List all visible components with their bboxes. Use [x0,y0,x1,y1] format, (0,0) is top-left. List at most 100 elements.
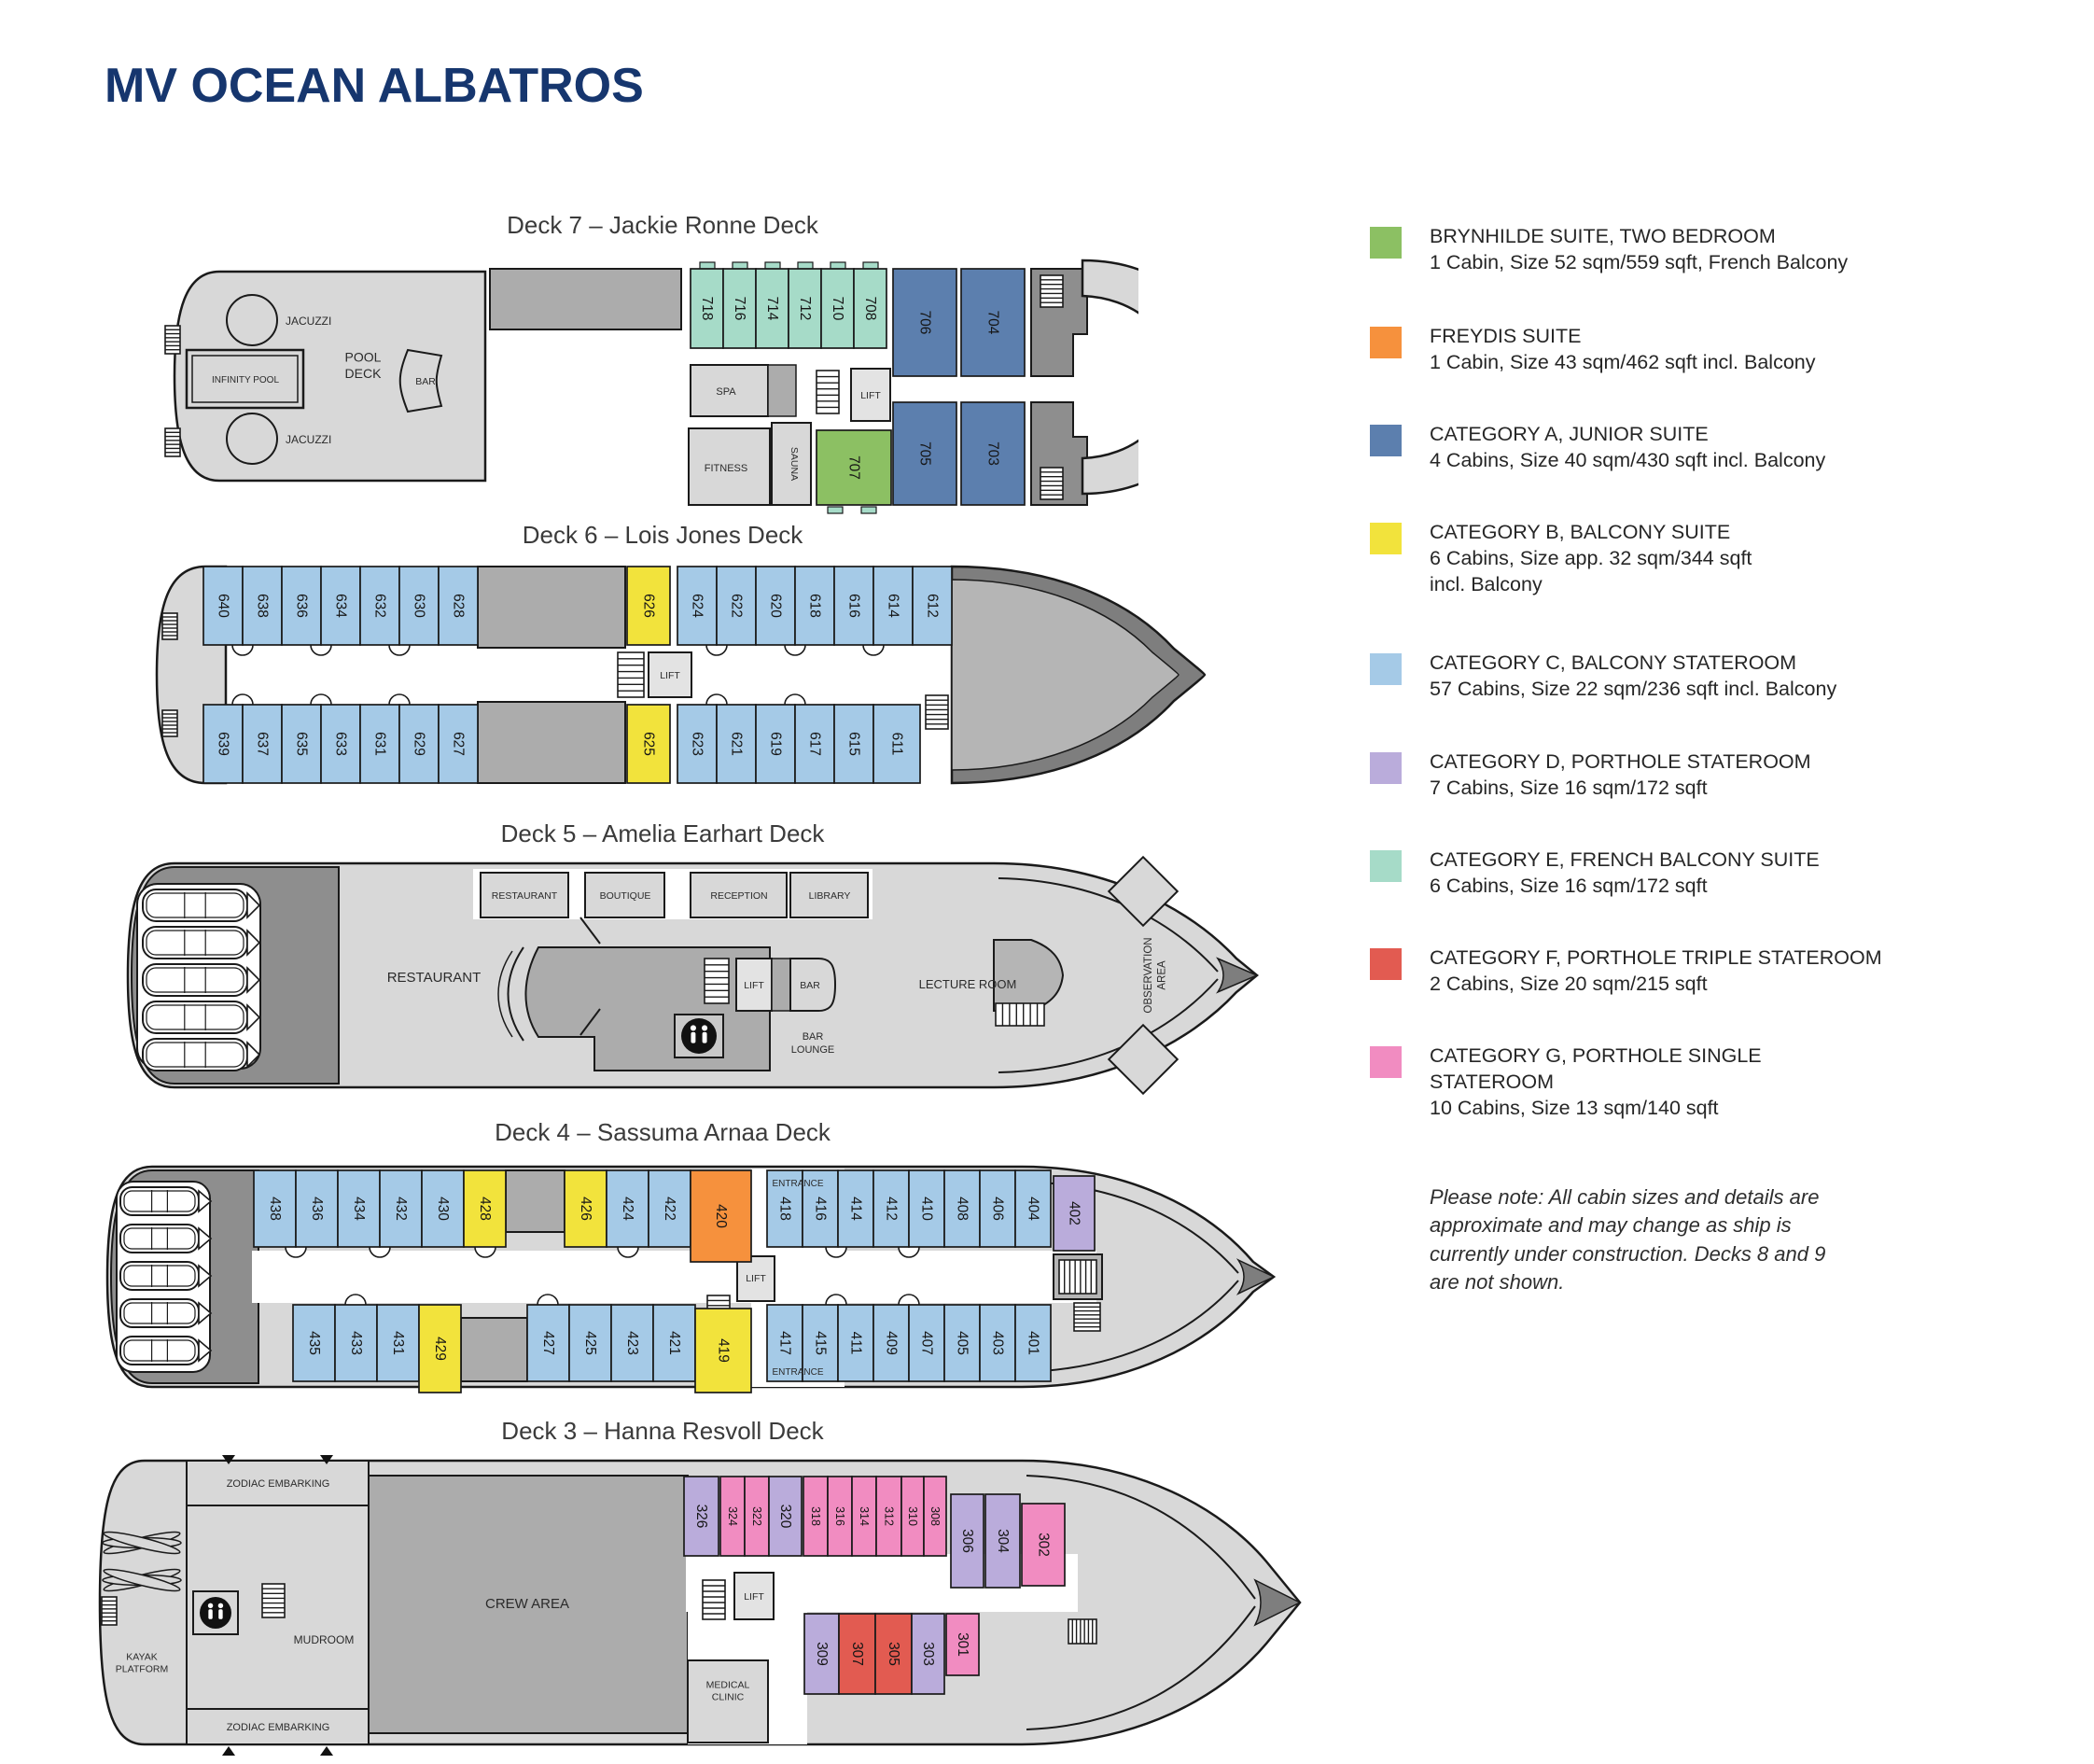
stairs-icon [261,1583,286,1618]
boat-icon [142,1038,261,1071]
cabin-number-624: 624 [690,594,705,618]
deck7-stern-module [173,270,487,483]
cabin-number-714: 714 [764,297,780,321]
cabin-number-422: 422 [662,1197,677,1221]
cabin-number-303: 303 [920,1642,936,1666]
deck6-structure-top [477,566,626,649]
cabin-number-623: 623 [690,732,705,756]
cabin-428 [463,1169,507,1248]
room-label-jacuzzi-bottom: JACUZZI [286,433,331,446]
deck3-title: Deck 3 – Hanna Resvoll Deck [501,1417,824,1445]
stairs-icon [816,370,840,414]
stairs-icon [164,427,181,457]
cabin-number-629: 629 [412,732,427,756]
cabin-631 [359,704,400,784]
cabin-407 [908,1304,945,1382]
cabin-614 [872,566,914,646]
boat-icon [142,1001,261,1034]
boat-icon [119,1186,213,1216]
legend-swatch-brynhilde [1370,227,1402,259]
cabin-628 [438,566,479,646]
cabin-314 [851,1476,877,1557]
cabin-number-626: 626 [641,594,657,618]
lift-room [648,651,692,698]
stairs-icon [161,612,178,640]
cabin-number-324: 324 [726,1506,739,1526]
cabin-303 [911,1613,945,1695]
cabin-622 [716,566,757,646]
cabin-704 [960,268,1026,377]
cabin-number-627: 627 [451,732,467,756]
cabin-619 [755,704,796,784]
cabin-number-622: 622 [729,594,745,618]
stairs-icon [161,709,178,737]
cabin-number-436: 436 [309,1197,325,1221]
restroom-icon [200,1597,231,1629]
bow-platform-top [1107,855,1180,928]
room-label-crew-area: CREW AREA [485,1596,569,1612]
cabin-number-612: 612 [925,594,941,618]
cabin-number-705: 705 [917,441,933,466]
room-label-reception: RECEPTION [710,890,767,902]
cabin-number-410: 410 [919,1197,935,1221]
cabin-number-404: 404 [1026,1197,1041,1221]
cabin-number-427: 427 [540,1331,556,1355]
cabin-707 [816,429,892,506]
cabin-634 [320,566,361,646]
jacuzzi-icon-bottom [226,413,278,465]
lift-room [735,958,773,1012]
kayak-icon [102,1568,182,1592]
cabin-629 [398,704,440,784]
room-label-boutique: BOUTIQUE [600,890,651,902]
cabin-number-326: 326 [693,1505,709,1529]
cabin-639 [202,704,244,784]
cabin-number-426: 426 [578,1197,593,1221]
cabin-320 [768,1476,803,1557]
cabin-number-617: 617 [807,732,823,756]
cabin-301 [945,1613,980,1676]
cabin-714 [755,268,789,349]
cabin-number-619: 619 [768,732,784,756]
deck4-structure-top [505,1169,565,1233]
deck7-roof-block [489,268,682,330]
cabin-number-432: 432 [393,1197,409,1221]
cabin-number-704: 704 [985,311,1001,335]
cabin-number-703: 703 [985,441,1001,466]
deck5-title: Deck 5 – Amelia Earhart Deck [500,819,825,847]
cabin-630 [398,566,440,646]
balcony-ticks [699,261,879,514]
cabin-436 [295,1169,339,1248]
cabin-429 [418,1304,462,1393]
restroom-icon [681,1018,717,1054]
room-label-restaurant: RESTAURANT [492,890,558,902]
cabin-number-434: 434 [351,1197,367,1221]
cabin-318 [803,1476,829,1557]
cabin-716 [722,268,757,349]
jacuzzi-icon-top [226,294,278,346]
restaurant-room [480,872,569,918]
lift-room [733,1572,775,1620]
cabin-637 [242,704,283,784]
legend-swatch-category-c [1370,653,1402,685]
cabin-434 [337,1169,381,1248]
cabin-617 [794,704,835,784]
cabin-number-716: 716 [732,297,747,321]
cabin-number-431: 431 [390,1331,406,1355]
stairs-icon [1073,1302,1101,1332]
lift-room [850,368,891,422]
cabin-number-406: 406 [990,1197,1006,1221]
cabin-number-421: 421 [666,1331,682,1355]
cabin-618 [794,566,835,646]
cabin-number-308: 308 [928,1506,942,1526]
room-label-spa: SPA [716,386,736,398]
deck4-title: Deck 4 – Sassuma Arnaa Deck [495,1118,831,1146]
cabin-620 [755,566,796,646]
medical-clinic-room [687,1659,769,1743]
boat-icon [119,1224,213,1253]
cabin-number-618: 618 [807,594,823,618]
cabin-number-710: 710 [830,297,845,321]
disclaimer-note: Please note: All cabin sizes and details… [1430,1185,1826,1295]
